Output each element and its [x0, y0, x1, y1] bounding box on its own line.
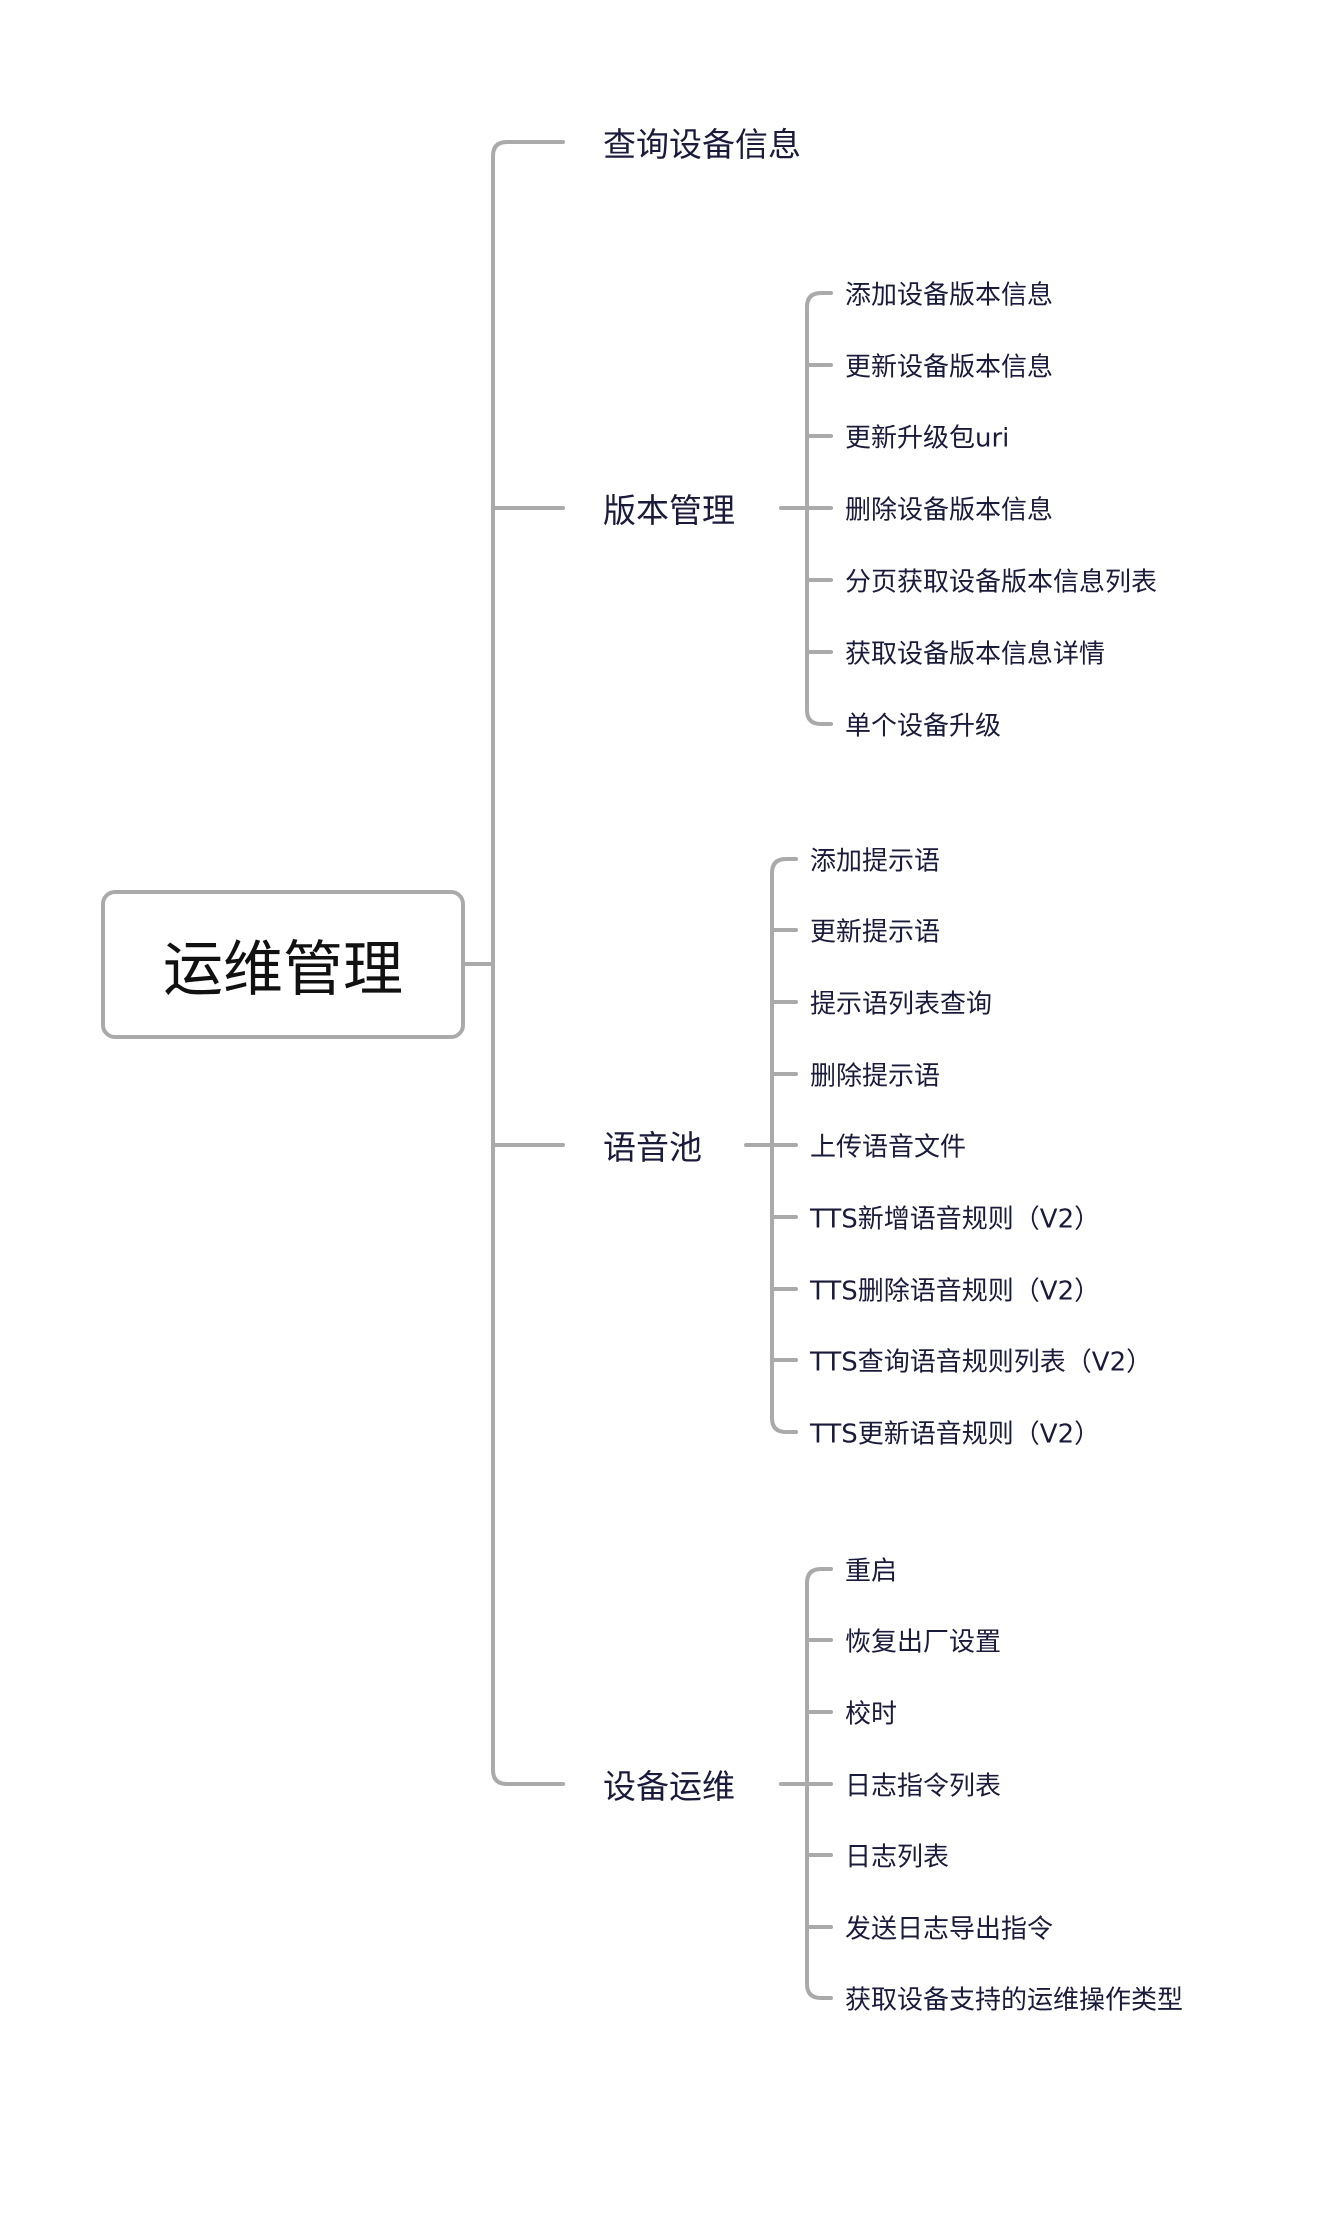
leaf-node[interactable]: 更新设备版本信息	[845, 352, 1054, 383]
leaf-node[interactable]: TTS查询语音规则列表（V2）	[810, 1347, 1153, 1378]
leaf-connector	[770, 857, 798, 875]
leaf-node[interactable]: 日志指令列表	[845, 1771, 1002, 1802]
branch-node[interactable]: 设备运维	[603, 1767, 735, 1806]
leaf-node[interactable]: 提示语列表查询	[810, 989, 993, 1020]
leaf-node[interactable]: TTS更新语音规则（V2）	[810, 1419, 1101, 1450]
root-node[interactable]: 运维管理	[101, 890, 465, 1039]
leaf-connector	[805, 708, 833, 726]
leaf-node[interactable]: 获取设备支持的运维操作类型	[845, 1985, 1184, 2016]
leaf-node[interactable]: 单个设备升级	[845, 711, 1002, 742]
branch-connector	[491, 140, 565, 158]
branch-node[interactable]: 语音池	[603, 1128, 702, 1167]
leaf-node[interactable]: 日志列表	[845, 1842, 950, 1873]
leaf-node[interactable]: 上传语音文件	[810, 1132, 967, 1163]
leaf-node[interactable]: 重启	[845, 1556, 898, 1587]
leaf-node[interactable]: TTS删除语音规则（V2）	[810, 1276, 1101, 1307]
leaf-node[interactable]: 获取设备版本信息详情	[845, 639, 1106, 670]
branch-node[interactable]: 版本管理	[603, 491, 735, 530]
leaf-connector	[805, 1567, 833, 1585]
branch-connector	[491, 1768, 565, 1786]
leaf-connector	[805, 1982, 833, 2000]
leaf-node[interactable]: 分页获取设备版本信息列表	[845, 567, 1158, 598]
leaf-node[interactable]: 更新升级包uri	[845, 423, 1010, 454]
leaf-node[interactable]: 删除提示语	[810, 1061, 941, 1092]
leaf-node[interactable]: 恢复出厂设置	[845, 1627, 1002, 1658]
branch-node[interactable]: 查询设备信息	[603, 125, 801, 164]
leaf-node[interactable]: 添加设备版本信息	[845, 280, 1054, 311]
leaf-connector	[805, 291, 833, 309]
leaf-node[interactable]: 发送日志导出指令	[845, 1914, 1054, 1945]
leaf-node[interactable]: 添加提示语	[810, 846, 941, 877]
leaf-node[interactable]: 更新提示语	[810, 917, 941, 948]
leaf-connector	[770, 1416, 798, 1434]
leaf-node[interactable]: TTS新增语音规则（V2）	[810, 1204, 1101, 1235]
leaf-node[interactable]: 校时	[845, 1699, 898, 1730]
leaf-node[interactable]: 删除设备版本信息	[845, 495, 1054, 526]
